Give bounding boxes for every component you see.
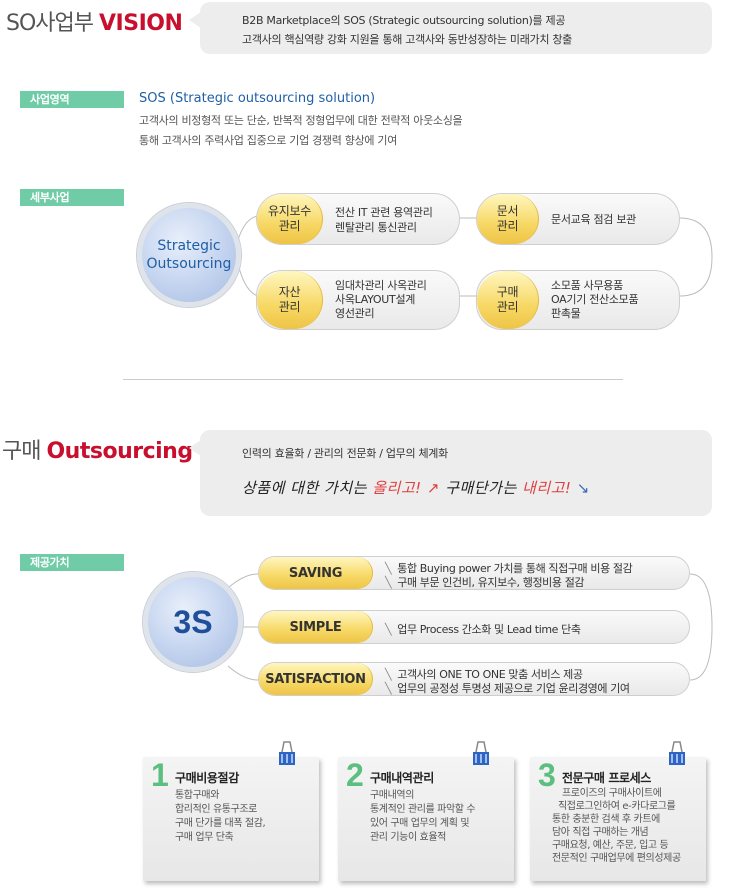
binder-clip-icon: [669, 741, 685, 765]
vision-line-2: 고객사의 핵심역량 강화 지원을 통해 고객사와 동반성장하는 미래가치 창출: [242, 33, 572, 46]
simple-badge: SIMPLE: [259, 611, 373, 643]
slogan-down: 내리고!: [522, 479, 572, 497]
card-title: 전문구매 프로세스: [562, 771, 651, 785]
vision-line-1: B2B Marketplace의 SOS (Strategic outsourc…: [242, 14, 566, 27]
satisfaction-line-1: ╲고객사의 ONE TO ONE 맞춤 서비스 제공: [385, 668, 583, 681]
bubble-tail: [189, 12, 201, 28]
value-connector-lines: [227, 573, 713, 681]
value-tag: 제공가치: [20, 554, 124, 571]
saving-line-1: ╲통합 Buying power 가치를 통해 직접구매 비용 절감: [385, 562, 633, 575]
detail-tag: 세부사업: [20, 189, 124, 206]
satisfaction-pill: SATISFACTION ╲고객사의 ONE TO ONE 맞춤 서비스 제공 …: [258, 662, 690, 696]
purchase-line-1: 소모품 사무용품: [551, 279, 623, 292]
saving-pill: SAVING ╲통합 Buying power 가치를 통해 직접구매 비용 절…: [258, 556, 690, 590]
card-number: 2: [346, 757, 364, 793]
three-s-label: 3S: [173, 603, 213, 640]
binder-clip-icon: [473, 741, 489, 765]
business-area-tag: 사업영역: [20, 91, 124, 108]
card-number: 1: [151, 757, 169, 793]
asset-line-2: 사옥LAYOUT설계: [335, 293, 416, 306]
outsourcing-slogan: 상품에 대한 가치는 올리고! ↗ 구매단가는 내리고! ↘: [242, 479, 590, 497]
binder-clip-icon: [279, 741, 295, 765]
saving-line-2: ╲구매 부문 인건비, 유지보수, 행정비용 절감: [385, 576, 585, 589]
section-divider: [123, 379, 623, 380]
business-area-title: SOS (Strategic outsourcing solution): [139, 91, 376, 106]
outsourcing-title-accent: Outsourcing: [46, 439, 193, 464]
bubble-tail: [189, 440, 201, 456]
simple-pill: SIMPLE ╲업무 Process 간소화 및 Lead time 단축: [258, 610, 690, 644]
vision-bubble: B2B Marketplace의 SOS (Strategic outsourc…: [189, 2, 712, 54]
saving-badge: SAVING: [259, 557, 373, 589]
card-history: 2 구매내역관리 구매내역의 통계적인 관리를 파악할 수 있어 구매 업무의 …: [338, 757, 514, 881]
three-s-circle: 3S: [143, 572, 243, 672]
document-line-1: 문서교육 점검 보관: [551, 213, 636, 226]
maintenance-line-2: 렌탈관리 통신관리: [335, 221, 417, 234]
card-cost-saving: 1 구매비용절감 통합구매와 합리적인 유통구조로 구매 단가를 대폭 절감, …: [143, 757, 319, 881]
card-title: 구매비용절감: [175, 771, 239, 785]
outsourcing-title: 구매 Outsourcing: [2, 433, 193, 465]
circle-line-2: Outsourcing: [146, 256, 232, 272]
purchase-line-3: 판촉물: [551, 307, 581, 320]
outsourcing-line-1: 인력의 효율화 / 관리의 전문화 / 업무의 체계화: [242, 447, 448, 460]
circle-line-1: Strategic: [157, 238, 221, 254]
outsourcing-bubble: 인력의 효율화 / 관리의 전문화 / 업무의 체계화 상품에 대한 가치는 올…: [189, 430, 712, 516]
vision-title: SO사업부 VISION: [6, 5, 183, 37]
outsourcing-title-prefix: 구매: [2, 439, 41, 464]
card-process: 3 전문구매 프로세스 프로이즈의 구매사이트에 직접로그인하여 e-카다로그를…: [530, 757, 706, 881]
satisfaction-badge: SATISFACTION: [259, 663, 373, 695]
asset-line-1: 임대차관리 사옥관리: [335, 279, 427, 292]
satisfaction-line-2: ╲업무의 공정성 투명성 제공으로 기업 윤리경영에 기여: [385, 682, 630, 695]
purchase-line-2: OA기기 전산소모품: [551, 293, 639, 306]
card-number: 3: [538, 757, 556, 793]
down-arrow-icon: ↘: [571, 479, 590, 497]
simple-line-1: ╲업무 Process 간소화 및 Lead time 단축: [385, 623, 581, 636]
strategic-outsourcing-circle: Strategic Outsourcing: [137, 203, 241, 307]
up-arrow-icon: ↗: [421, 479, 440, 497]
business-area-line-1: 고객사의 비정형적 또는 단순, 반복적 정형업무에 대한 전략적 아웃소싱을: [139, 114, 463, 127]
asset-line-3: 영선관리: [335, 307, 375, 320]
slogan-up: 올리고!: [372, 479, 422, 497]
card-title: 구매내역관리: [370, 771, 434, 785]
business-area-line-2: 통해 고객사의 주력사업 집중으로 기업 경쟁력 향상에 기여: [139, 134, 398, 147]
vision-title-accent: VISION: [99, 11, 183, 36]
vision-title-prefix: SO사업부: [6, 11, 94, 36]
maintenance-line-1: 전산 IT 관련 용역관리: [335, 206, 433, 219]
